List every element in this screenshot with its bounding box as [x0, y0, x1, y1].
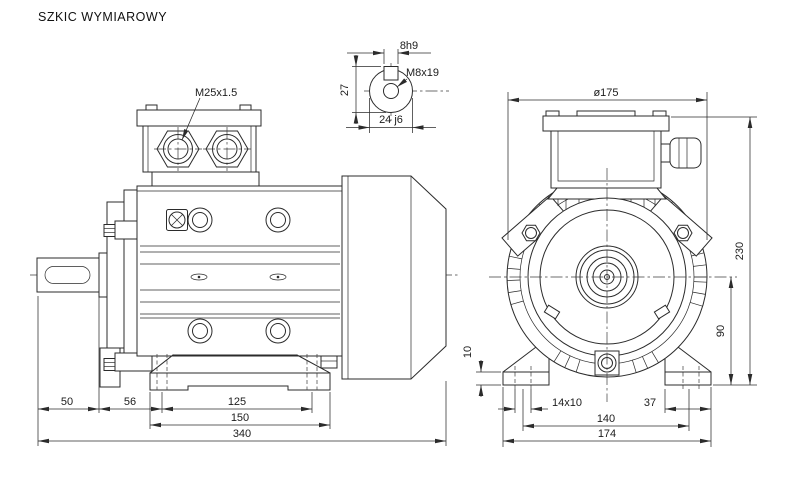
terminal-box-plinth — [151, 171, 260, 187]
shaft-keyway — [44, 266, 91, 284]
terminal-box-lid — [542, 115, 670, 132]
cable-gland — [203, 127, 251, 171]
hex-bolt — [103, 224, 116, 237]
lid-screw — [652, 110, 667, 117]
fin-cutout — [269, 273, 287, 281]
shaft-collar — [98, 252, 108, 298]
dim-foot-length-label: 150 — [231, 412, 249, 424]
dim-shaft-length-label: 50 — [61, 396, 73, 408]
hex-bolt — [103, 358, 116, 371]
lid-rib — [576, 110, 636, 117]
dim-shaft-diameter: 24 j6 — [346, 98, 436, 133]
shaft-end-view: 8h9 27 M8x19 24 j6 — [339, 40, 449, 133]
dim-foot-holes-label: 125 — [228, 396, 246, 408]
radial-cooling-fins — [507, 195, 707, 373]
terminal-box-lid — [136, 109, 262, 127]
lid-screw — [545, 110, 560, 117]
side-view: M25x1.5 50 56 125 150 34 — [30, 87, 458, 446]
dim-foot-thickness-label: 10 — [462, 346, 474, 358]
front-view: ø175 230 90 10 14x10 37 — [462, 87, 757, 447]
lid-screw — [145, 104, 158, 111]
dim-shaft-diameter-label: 24 j6 — [379, 114, 403, 126]
dim-body-diameter-label: ø175 — [593, 87, 618, 99]
mounting-foot — [149, 354, 331, 392]
lifting-lug — [647, 195, 713, 257]
rear-foot-boss — [320, 355, 338, 369]
fin-cutout — [190, 273, 208, 281]
fin-cutout-hole — [197, 275, 201, 279]
dim-key-height-label: 27 — [339, 84, 351, 96]
endshield-tab — [653, 304, 671, 320]
lid-screw — [239, 104, 252, 111]
dim-total-length-label: 340 — [233, 428, 251, 440]
cable-gland-side — [660, 137, 702, 169]
gland-thread-callout: M25x1.5 — [181, 87, 237, 141]
earthing-screw — [166, 209, 188, 231]
fin-cutout-hole — [276, 275, 280, 279]
gland-thread-label: M25x1.5 — [195, 87, 237, 99]
dim-key-height: 27 — [339, 55, 386, 124]
dim-foot-slot-label: 14x10 — [552, 397, 582, 409]
dim-foot-pad-width-label: 37 — [644, 397, 656, 409]
side-view-dimensions: 50 56 125 150 340 — [37, 296, 447, 446]
dim-shaft-center-height-label: 90 — [715, 325, 727, 337]
dim-foot-overall-width-label: 174 — [598, 428, 616, 440]
center-thread-label: M8x19 — [406, 67, 439, 79]
terminal-box-front — [542, 110, 702, 220]
shaft — [36, 252, 108, 298]
dim-foot-hole-spacing-label: 140 — [597, 413, 615, 425]
bolt-boss — [187, 207, 291, 344]
center-thread-callout: M8x19 — [396, 67, 439, 88]
endshield-tab — [543, 304, 561, 320]
dim-total-height-label: 230 — [734, 242, 746, 260]
cable-gland — [154, 127, 202, 171]
center-thread-hole — [383, 83, 399, 99]
front-view-dimensions: ø175 230 90 10 14x10 37 — [462, 87, 757, 447]
fan-cowl — [341, 175, 447, 380]
cooling-fins — [140, 251, 340, 319]
keyway — [383, 66, 399, 81]
motor-frame — [136, 185, 343, 369]
mounting-foot — [502, 340, 550, 389]
page-title: SZKIC WYMIAROWY — [38, 10, 167, 24]
dim-shaft-to-foot-label: 56 — [124, 396, 136, 408]
terminal-box: M25x1.5 — [136, 87, 262, 187]
terminal-box-body — [550, 130, 662, 189]
dim-key-width-label: 8h9 — [400, 40, 418, 52]
dim-key-width: 8h9 — [347, 40, 431, 64]
